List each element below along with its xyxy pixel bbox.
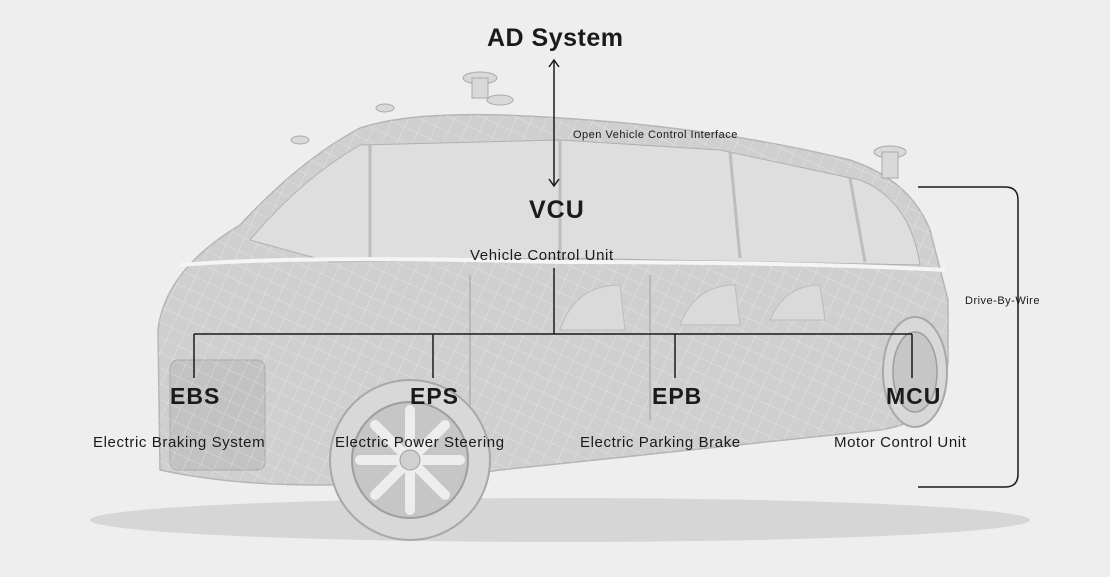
interface-label: Open Vehicle Control Interface <box>573 129 738 141</box>
eps-full-label: Electric Power Steering <box>335 434 505 451</box>
eps-abbr-label: EPS <box>410 383 459 410</box>
drive-by-wire-label: Drive-By-Wire <box>965 295 1040 307</box>
vcu-abbr-label: VCU <box>529 196 585 225</box>
mcu-full-label: Motor Control Unit <box>834 434 967 451</box>
epb-abbr-label: EPB <box>652 383 702 410</box>
vcu-full-label: Vehicle Control Unit <box>470 247 614 264</box>
epb-full-label: Electric Parking Brake <box>580 434 741 451</box>
ad-system-label: AD System <box>487 24 624 53</box>
ebs-full-label: Electric Braking System <box>93 434 265 451</box>
ebs-abbr-label: EBS <box>170 383 220 410</box>
mcu-abbr-label: MCU <box>886 383 941 410</box>
